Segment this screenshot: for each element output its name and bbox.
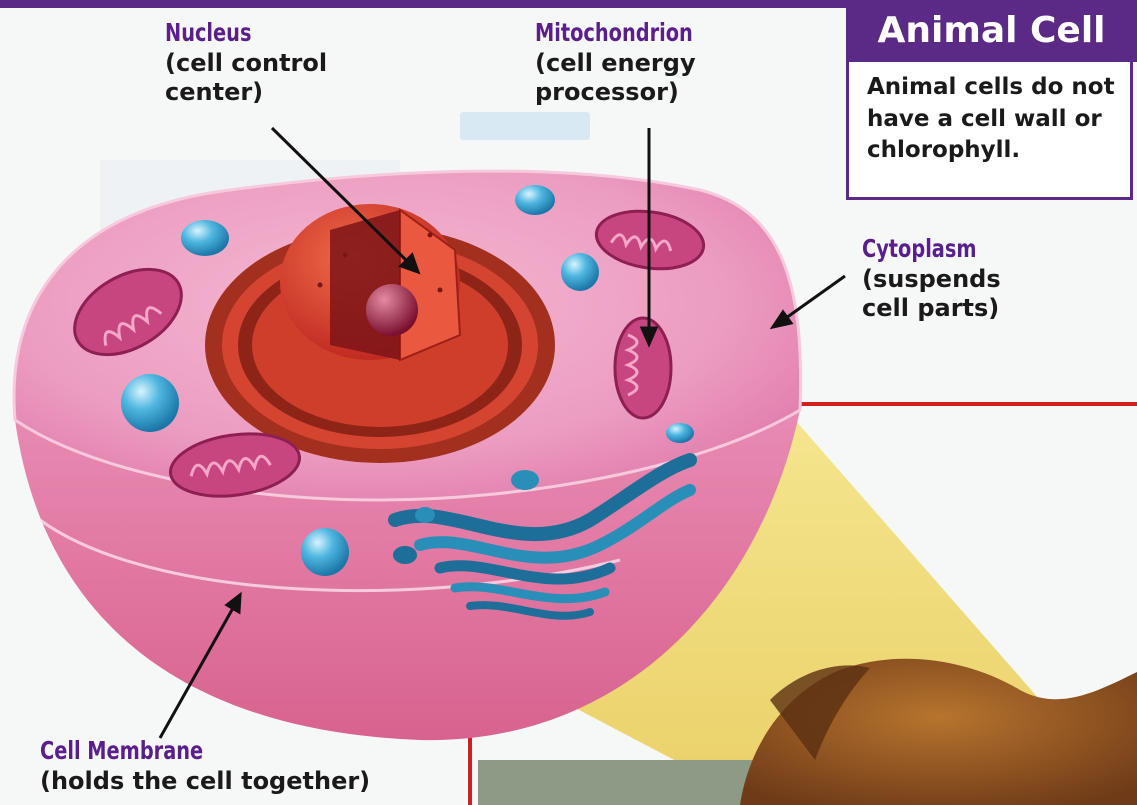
title-banner: Animal Cell <box>846 0 1137 62</box>
vesicle-4 <box>121 374 179 432</box>
golgi-vesicle-3 <box>415 507 435 523</box>
cytoplasm-desc-1: (suspends <box>862 265 1001 294</box>
info-line-1: Animal cells do not <box>867 72 1120 104</box>
mitochondrion-term: Mitochondrion <box>535 18 693 49</box>
cytoplasm-desc-2: cell parts) <box>862 294 1001 323</box>
mitochondrion-desc-1: (cell energy <box>535 49 718 78</box>
nucleolus <box>366 284 418 336</box>
cell-membrane-desc: (holds the cell together) <box>40 767 370 796</box>
nucleus-desc-2: center) <box>165 78 327 107</box>
nucleus-pore-1 <box>343 253 348 258</box>
nucleus-term: Nucleus <box>165 18 304 49</box>
cytoplasm-term: Cytoplasm <box>862 234 981 265</box>
background-tag <box>460 112 590 140</box>
info-box: Animal cells do not have a cell wall or … <box>846 62 1133 200</box>
nucleus-pore-4 <box>428 233 433 238</box>
mitochondrion-desc-2: processor) <box>535 78 718 107</box>
nucleus-pore-3 <box>438 288 443 293</box>
vesicle-5 <box>301 528 349 576</box>
golgi-vesicle-1 <box>511 470 539 490</box>
cytoplasm-label: Cytoplasm (suspends cell parts) <box>862 234 1001 323</box>
vesicle-3 <box>561 253 599 291</box>
info-line-2: have a cell wall or <box>867 104 1120 136</box>
info-line-3: chlorophyll. <box>867 135 1120 167</box>
nucleus-desc-1: (cell control <box>165 49 327 78</box>
golgi-vesicle-2 <box>393 546 417 564</box>
cell-membrane-label: Cell Membrane (holds the cell together) <box>40 736 370 796</box>
vesicle-1 <box>181 220 229 256</box>
cell-membrane-term: Cell Membrane <box>40 736 324 767</box>
nucleus-label: Nucleus (cell control center) <box>165 18 327 107</box>
nucleus-pore-2 <box>318 283 323 288</box>
mitochondrion-label: Mitochondrion (cell energy processor) <box>535 18 718 107</box>
vesicle-6 <box>666 423 694 443</box>
vesicle-2 <box>515 185 555 215</box>
